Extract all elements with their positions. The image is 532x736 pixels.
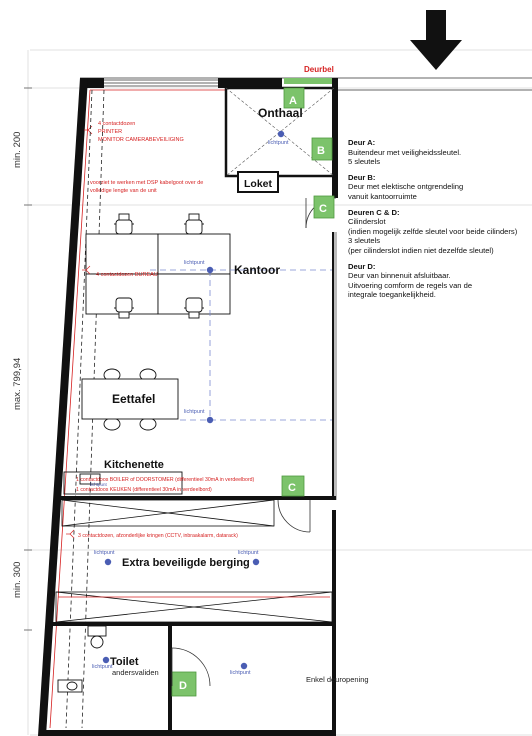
red-note-3: MONITOR CAMERABEVEILIGING [98,137,184,143]
eettafel-label: Eettafel [112,392,155,406]
desks [85,233,231,315]
dim-max: max. 799,94 [12,358,23,410]
door-c-top-label: C [319,203,327,215]
light-label-bottom-right: lichtpunt [230,670,251,676]
door-c-bottom-label: C [288,482,296,494]
storage-band [55,591,333,623]
light-point-eettafel [206,416,214,424]
loket-label: Loket [244,178,273,190]
chair-icon [184,213,204,235]
note-title: Deur D: [348,261,376,271]
chair-icon [184,297,204,319]
note-door-d: Deur D: Deur van binnenuit afsluitbaar. … [348,262,530,300]
note-line: Deur met elektische ontgrendeling [348,182,464,192]
door-c-bottom[interactable]: C [277,475,311,533]
desk-2 [157,233,231,275]
wall-bottom [46,730,336,736]
chair-icon [114,213,134,235]
office-chairs [114,213,204,319]
wall-left [38,78,88,736]
light-label-onthaal: lichtpunt [268,140,289,146]
note-line: (indien mogelijk zelfde sleutel voor bei… [348,226,518,236]
note-line: vanuit kantoorruimte [348,191,417,201]
note-line: (per cilinderslot indien niet dezelfde s… [348,245,494,255]
dining-table [81,368,179,431]
door-d[interactable]: D [171,647,211,697]
desk-1 [85,233,159,275]
kantoor-label: Kantoor [234,263,280,277]
note-title: Deur A: [348,138,376,147]
note-line: Deur van binnenuit afsluitbaar. [348,271,451,281]
light-point-bottom-right [240,662,248,670]
wall-toilet-right [168,622,172,734]
red-note-9: 3 contactdozen, afzonderlijke kringen (C… [78,533,238,539]
light-label-toilet: lichtpunt [92,664,113,670]
toilet-label: Toilet [110,656,139,668]
door-d-label: D [179,680,187,692]
chair-icon [114,297,134,319]
door-b-label: B [317,145,325,157]
door-b[interactable]: B [311,137,333,161]
door-a[interactable]: A [283,87,305,109]
onthaal-room [224,86,336,178]
note-door-b: Deur B: Deur met elektische ontgrendelin… [348,173,530,202]
note-line: Cilinderslot [348,217,386,227]
note-line: 5 sleutels [348,157,381,167]
right-wall-glazing [334,232,337,500]
door-c-top[interactable]: C [305,195,337,229]
wall-berging-top [60,496,336,500]
red-note-6: 4 contactdozen BUREAU [96,272,158,278]
note-line: Uitvoering comform de regels van de [348,280,473,290]
light-point-berging-2 [252,558,260,566]
dimension-ticks [24,87,32,631]
light-label-eettafel: lichtpunt [184,409,205,415]
kitchenette-label: Kitchenette [104,459,164,471]
note-line: 3 sleutels [348,236,381,246]
front-window [104,79,218,87]
enkel-deuropening-label: Enkel deuropening [306,675,369,684]
door-notes: Deur A: Buitendeur met veiligheidssleute… [348,138,530,306]
light-label-kitchen: lichtpunt [90,482,108,487]
note-line: Buitendeur met veiligheidssleutel. [348,147,462,157]
light-circuit-lines [150,269,332,421]
dim-min-bottom: min. 300 [12,562,23,598]
loket-box [237,171,279,193]
light-point-onthaal [277,130,285,138]
wall-toilet-top [50,622,336,626]
red-note-4: voorziet te werken met DSP kabelgoot ove… [90,180,203,186]
light-label-kantoor: lichtpunt [184,260,205,266]
red-note-1: 4 contactdozen [98,121,135,127]
toilet-fixtures [57,625,107,693]
red-note-5: volledige lengte van de unit [90,188,157,194]
kitchenette-counter [63,471,183,495]
door-a-label: A [289,95,297,107]
note-title: Deur B: [348,172,376,182]
berging-label: Extra beveiligde berging [122,557,250,569]
red-note-8: 1 contactdoos KEUKEN (differentieel 30mA… [76,487,212,493]
wall-top-left [80,78,104,88]
entrance-arrow-icon [410,10,462,70]
red-note-7: 1 contactdoos BOILER of DOORSTOMER (diff… [76,477,255,483]
onthaal-label: Onthaal [258,106,303,120]
note-title: Deuren C & D: [348,207,400,217]
note-door-a: Deur A: Buitendeur met veiligheidssleute… [348,138,530,167]
light-point-toilet [102,656,110,664]
storage-rack [61,499,275,527]
light-label-berging-1: lichtpunt [94,550,115,556]
light-point-berging-1 [104,558,112,566]
note-doors-c-d: Deuren C & D: Cilinderslot (indien mogel… [348,208,530,256]
doorbell-label: Deurbel [304,65,334,74]
light-label-berging-2: lichtpunt [238,550,259,556]
socket-icon-3 [66,529,75,539]
socket-icon-2 [82,265,91,275]
note-line: integrale toegankelijkheid. [348,290,436,300]
red-note-2: PRINTER [98,129,122,135]
wall-top-mid [218,78,282,88]
doorbell-marker [284,78,332,84]
light-point-kantoor [206,266,214,274]
dim-min-top: min. 200 [12,132,23,168]
toilet-sub-label: andersvaliden [112,668,159,677]
bottom-walls [50,622,336,734]
